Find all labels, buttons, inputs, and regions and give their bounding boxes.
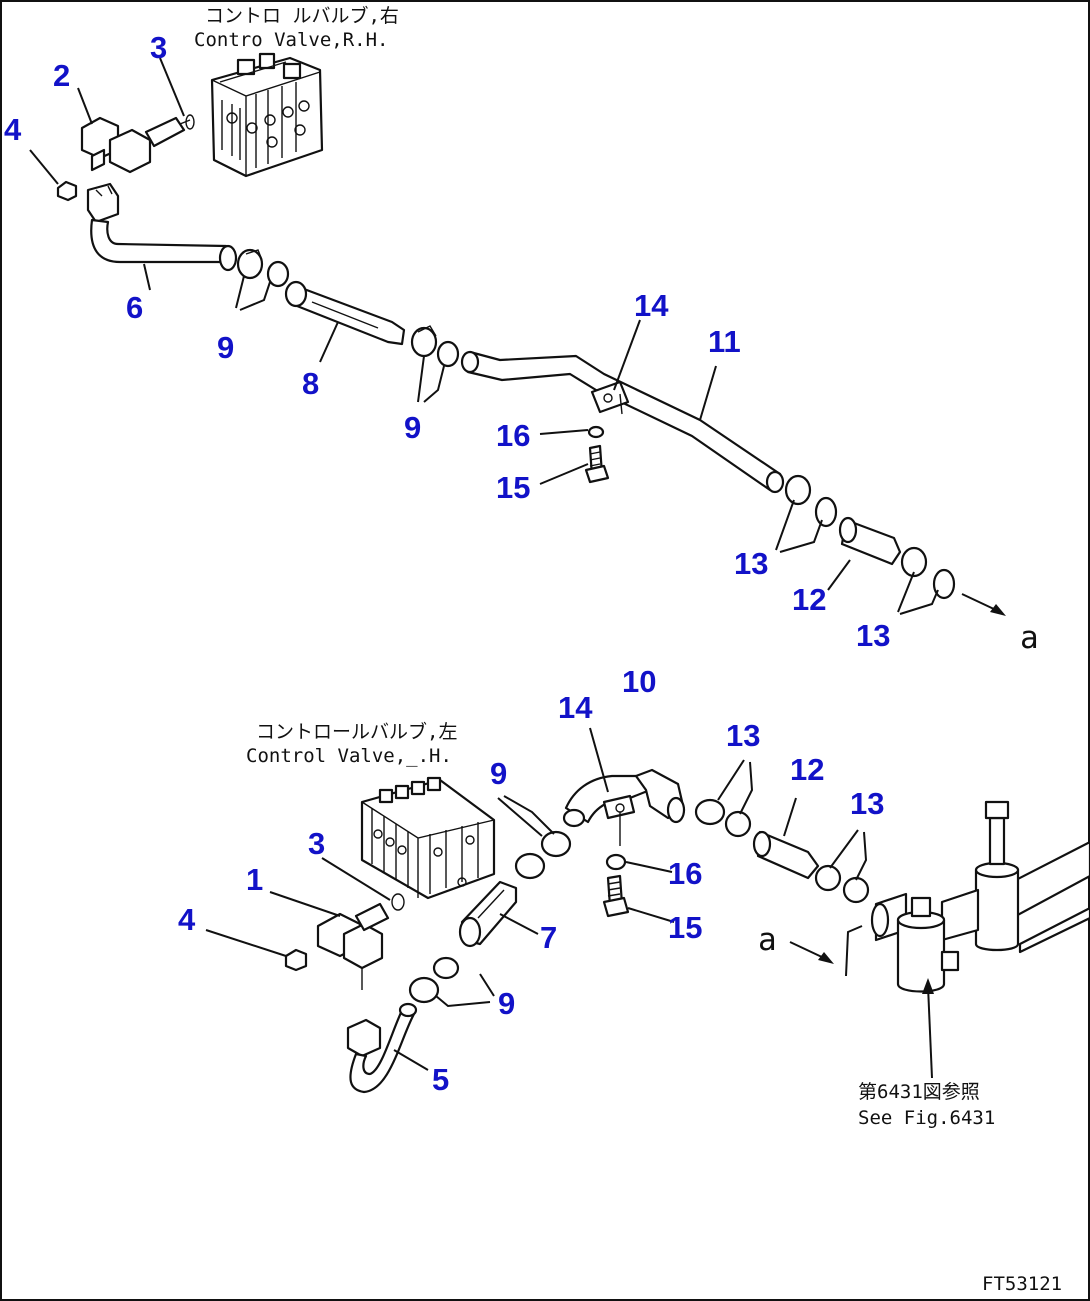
part-15-bolt-top — [584, 444, 610, 484]
part-14-bracket-bottom — [602, 794, 636, 846]
callout-13-bottom-a: 13 — [726, 718, 760, 753]
ref-a-bottom: a — [758, 922, 777, 958]
callout-14-bottom: 14 — [558, 690, 593, 725]
callout-16-top: 16 — [496, 418, 530, 453]
part-16-washer-top — [587, 425, 605, 439]
valve-rh-label-en: Contro Valve,R.H. — [194, 29, 388, 51]
part-3-o-ring-top — [185, 114, 195, 130]
part-9-clamp-set-b — [410, 325, 460, 368]
part-9-clamp-set-a — [236, 248, 290, 288]
callout-3-top: 3 — [150, 30, 167, 65]
junction-assembly — [870, 800, 1090, 993]
part-4-plug-bottom — [284, 948, 308, 972]
callout-11-top: 11 — [708, 324, 741, 359]
part-13-clamp-set-d — [814, 864, 870, 904]
callout-2-top: 2 — [53, 58, 70, 93]
part-15-bolt-bottom — [602, 874, 630, 918]
callout-5-bottom: 5 — [432, 1062, 449, 1097]
callout-9-top-a: 9 — [217, 330, 234, 365]
part-10-pipe — [562, 768, 686, 828]
callout-13-top-b: 13 — [856, 618, 890, 653]
callout-3-bottom: 3 — [308, 826, 325, 861]
part-11-tube — [460, 350, 785, 494]
callout-13-bottom-b: 13 — [850, 786, 884, 821]
part-3-o-ring-bottom — [391, 893, 405, 911]
ref-a-top: a — [1020, 620, 1039, 656]
part-4-plug-top — [56, 180, 78, 202]
callout-13-top-a: 13 — [734, 546, 768, 581]
valve-lh-label-en: Control Valve,_.H. — [246, 745, 452, 767]
drawing-code: FT53121 — [982, 1273, 1062, 1295]
callout-12-bottom: 12 — [790, 752, 824, 787]
part-5-hose — [346, 1002, 418, 1094]
part-9-clamp-set-c — [408, 956, 460, 1004]
valve-rh-label-jp: コントロ ルバルブ,右 — [205, 4, 399, 27]
callout-10-bottom: 10 — [622, 664, 656, 699]
callout-16-bottom: 16 — [668, 856, 702, 891]
part-13-clamp-set-c — [694, 798, 752, 838]
valve-lh-label-jp: コントロールバルブ,左 — [256, 720, 457, 743]
callout-9-bottom-b: 9 — [498, 986, 515, 1021]
part-16-washer-bottom — [605, 853, 627, 871]
part-8-hose — [284, 280, 406, 346]
see-fig-label-en: See Fig.6431 — [858, 1107, 995, 1129]
part-13-clamp-set-a — [784, 474, 838, 528]
part-6-hose — [86, 182, 238, 272]
control-valve-lh — [360, 776, 496, 900]
callout-7-bottom: 7 — [540, 920, 557, 955]
part-12-hose-top — [838, 516, 902, 566]
part-12-hose-bottom — [752, 830, 820, 880]
callout-15-bottom: 15 — [668, 910, 702, 945]
part-14-bracket-top — [590, 380, 630, 415]
part-9-clamp-set-d — [514, 830, 572, 880]
callout-9-top-b: 9 — [404, 410, 421, 445]
part-7-hose — [458, 880, 518, 948]
callout-4-top: 4 — [4, 112, 22, 147]
callout-8-top: 8 — [302, 366, 319, 401]
callout-6-top: 6 — [126, 290, 143, 325]
control-valve-rh — [210, 52, 324, 178]
callout-15-top: 15 — [496, 470, 530, 505]
part-13-clamp-set-b — [900, 546, 956, 600]
callout-4-bottom: 4 — [178, 902, 196, 937]
part-1-elbow — [316, 902, 390, 990]
callout-1-bottom: 1 — [246, 862, 263, 897]
part-2-elbow — [80, 116, 191, 174]
callout-14-top: 14 — [634, 288, 669, 323]
see-fig-label-jp: 第6431図参照 — [858, 1081, 980, 1103]
callout-12-top: 12 — [792, 582, 826, 617]
callout-9-bottom-a: 9 — [490, 756, 507, 791]
